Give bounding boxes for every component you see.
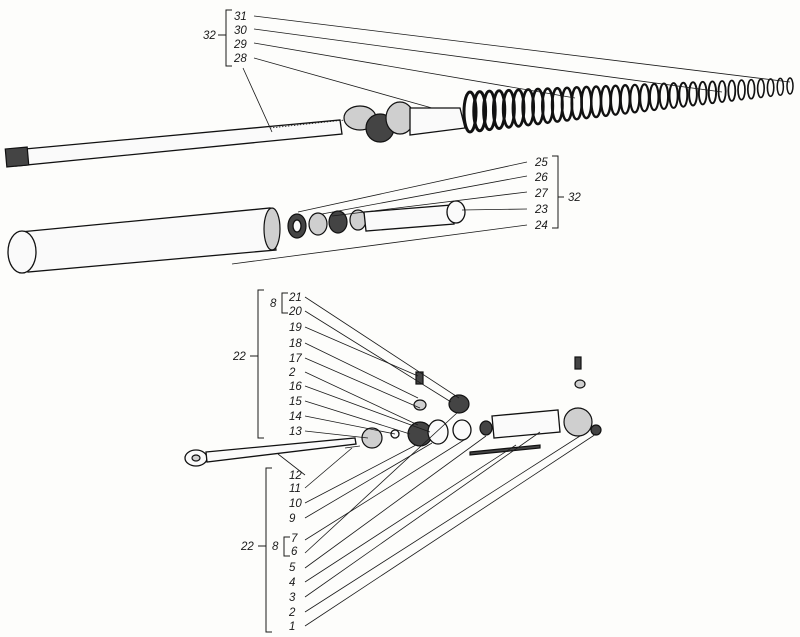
label-27: 27 (534, 188, 548, 200)
spring-coil (629, 83, 641, 114)
label-2a: 2 (288, 367, 296, 379)
label-23: 23 (534, 204, 548, 216)
label-6: 6 (291, 546, 298, 558)
spring-coil (648, 82, 660, 112)
label-24: 24 (534, 220, 548, 232)
group-code-mid: 32 (568, 192, 581, 204)
label-26: 26 (534, 172, 548, 184)
label-30: 30 (234, 25, 247, 37)
joint-parts-lower (361, 356, 602, 456)
spring-coil (727, 79, 737, 102)
label-16: 16 (289, 381, 302, 393)
spring-coil (756, 78, 766, 99)
spring-coil (609, 84, 622, 116)
spring-coil (638, 83, 650, 113)
spring-coil (776, 77, 785, 96)
shaft-28 (4, 119, 346, 168)
spring-coil (599, 84, 612, 118)
label-4: 4 (289, 577, 295, 589)
group-code-lower: 22 (240, 541, 254, 553)
group-code-upper: 22 (232, 351, 246, 363)
brackets (218, 9, 564, 633)
label-group-upper-left: 22 8 21 20 19 18 17 2 16 15 14 13 (232, 292, 302, 438)
spring-coil (590, 85, 603, 119)
label-group-mid: 25 26 27 23 24 32 (534, 157, 581, 232)
label-19: 19 (289, 322, 302, 334)
label-7: 7 (291, 533, 298, 545)
spring-coil (658, 82, 670, 110)
label-25: 25 (534, 157, 548, 169)
spring-coil (491, 89, 507, 130)
label-group-top: 32 31 30 29 28 (203, 11, 247, 65)
spring-coil (482, 89, 497, 132)
label-14: 14 (289, 411, 302, 423)
label-21: 21 (288, 292, 302, 304)
label-2b: 2 (288, 607, 296, 619)
spring-coil (707, 80, 718, 105)
label-28: 28 (233, 53, 247, 65)
spring-coil (737, 79, 746, 101)
label-31: 31 (234, 11, 247, 23)
spring-coil (697, 80, 708, 106)
label-20: 20 (288, 306, 302, 318)
label-17: 17 (289, 353, 302, 365)
tube-24 (7, 207, 281, 274)
spring-coil (678, 81, 689, 108)
label-10: 10 (289, 498, 302, 510)
small-parts-mid (287, 200, 466, 239)
label-group-lower-left: 22 8 12 11 10 9 7 6 5 4 3 2 1 (240, 470, 302, 633)
label-5: 5 (289, 562, 296, 574)
leader-lines (231, 15, 791, 627)
spring-coil (668, 82, 679, 109)
label-13: 13 (289, 426, 302, 438)
spring-coil (746, 78, 756, 100)
spring-coil (786, 77, 794, 95)
label-3: 3 (289, 592, 296, 604)
spring-coil (472, 90, 488, 133)
big-spring (462, 77, 794, 134)
spring-coil (462, 90, 478, 134)
label-18: 18 (289, 338, 302, 350)
group-code-top: 32 (203, 30, 216, 42)
label-1: 1 (289, 621, 295, 633)
universal-joint-top (343, 101, 466, 143)
label-9: 9 (289, 513, 296, 525)
label-12: 12 (289, 470, 302, 482)
label-15: 15 (289, 396, 302, 408)
spring-coil (619, 84, 631, 115)
rod-12 (184, 437, 361, 467)
sub-code-lower: 8 (272, 541, 279, 553)
label-11: 11 (289, 483, 301, 495)
spring-coil (580, 85, 593, 120)
sub-code-upper: 8 (270, 298, 277, 310)
label-29: 29 (233, 39, 247, 51)
spring-coil (688, 81, 698, 107)
spring-coil (766, 78, 775, 98)
